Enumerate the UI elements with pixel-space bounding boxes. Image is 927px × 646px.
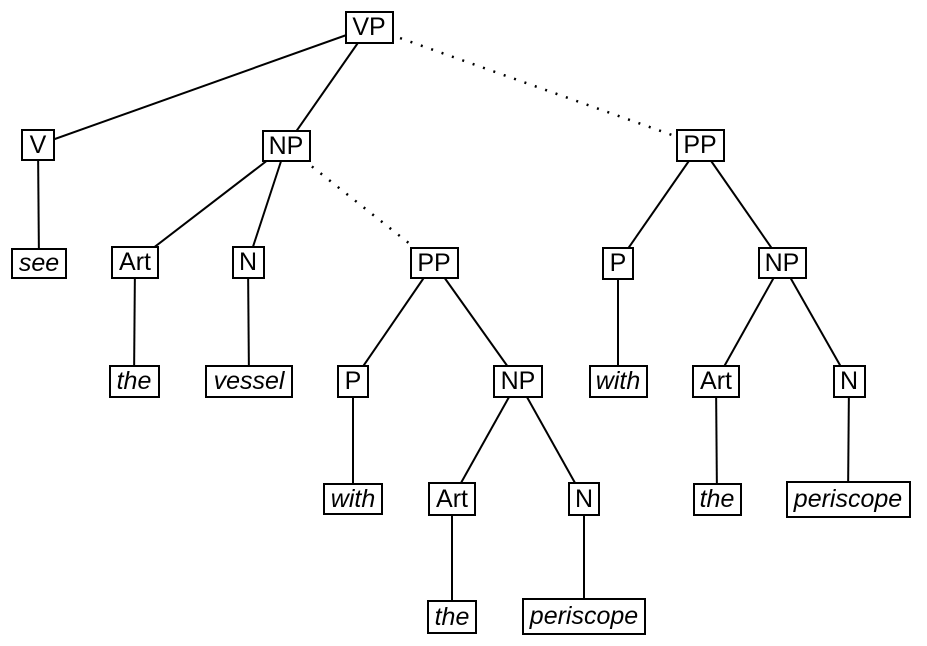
tree-node-art2: Art [428,482,476,516]
tree-node-n1: N [231,245,265,279]
tree-node-n2: N [568,482,600,516]
tree-edge-np1-n1 [247,145,287,263]
tree-edge-v-see [37,144,40,264]
tree-node-p2: P [602,246,634,280]
tree-node-periscope1: periscope [522,597,646,635]
tree-edge-art1-the1 [133,261,136,382]
tree-node-the1: the [108,364,160,398]
tree-edge-np3-n3 [781,262,850,382]
tree-edge-np1-art1 [134,145,287,263]
tree-node-p1: P [337,364,369,398]
tree-node-art3: Art [692,364,740,398]
tree-node-with2: with [588,364,648,398]
tree-node-np1: NP [261,130,311,162]
tree-node-np3: NP [757,247,807,279]
tree-node-vessel: vessel [205,364,293,398]
tree-edge-vp-pp2-dotted [368,25,701,147]
tree-node-v: V [21,129,55,161]
tree-node-pp1: PP [409,247,459,279]
tree-node-the2: the [427,600,477,634]
tree-edge-pp2-np3 [699,144,783,264]
tree-edge-vp-np1 [285,26,370,147]
tree-node-the3: the [692,482,742,516]
tree-node-n3: N [832,364,866,398]
tree-edge-n1-vessel [247,261,250,382]
tree-edge-n3-periscope2 [847,380,850,500]
tree-edge-pp2-p2 [617,144,701,264]
tree-edge-pp1-p1 [352,262,435,382]
tree-edge-np1-pp1-dotted [285,145,435,264]
tree-node-periscope2: periscope [785,480,911,518]
tree-node-with1: with [323,483,383,515]
tree-node-np2: NP [493,364,543,398]
tree-edge-pp1-np2 [433,262,519,382]
tree-edge-np3-art3 [715,262,783,382]
tree-node-see: see [11,247,67,279]
tree-edge-np2-art2 [451,380,519,500]
tree-node-art1: Art [111,245,159,279]
tree-node-pp2: PP [675,128,725,162]
tree-edge-art3-the3 [715,380,718,500]
tree-node-vp: VP [344,10,394,44]
tree-edge-vp-v [37,26,370,146]
tree-edge-np2-n2 [517,380,585,500]
